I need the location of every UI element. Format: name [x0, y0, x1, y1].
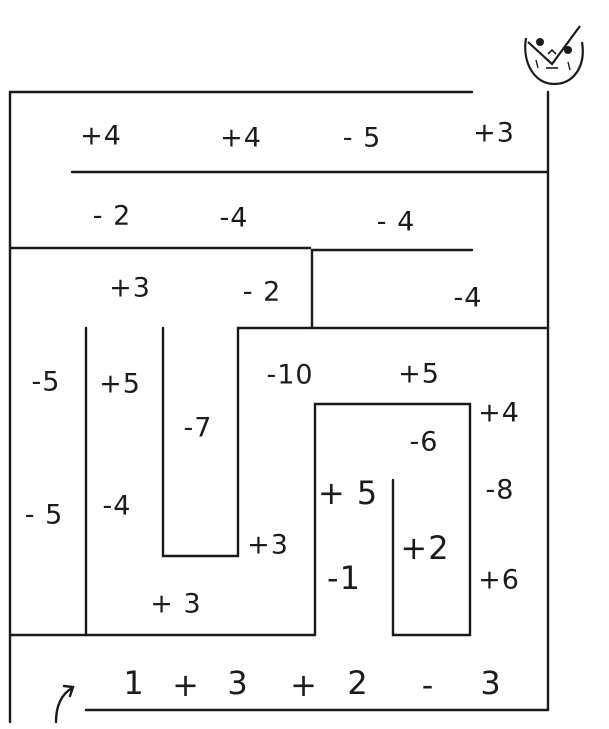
num-r2-c1: - 2 — [93, 201, 132, 232]
num-right-top: +4 — [478, 398, 520, 429]
num-mid-top: -10 — [266, 360, 313, 391]
num-r3-c2: - 2 — [243, 277, 282, 308]
num-r3-c3: -4 — [454, 283, 483, 314]
num-inner-left: + 5 — [318, 474, 378, 512]
num-right-low: +6 — [478, 565, 520, 596]
num-col2-bottom: -4 — [103, 491, 132, 522]
wall-step — [312, 250, 472, 328]
curved-start-arrow-icon — [56, 686, 73, 722]
num-r2-c2: -4 — [220, 203, 249, 234]
num-r1-c1: +4 — [80, 121, 122, 152]
num-bottom-u: + 3 — [150, 589, 201, 620]
num-inner-left-low: -1 — [327, 559, 361, 597]
num-r2-c3: - 4 — [377, 207, 416, 238]
num-col3: -7 — [184, 413, 213, 444]
num-right-mid: -8 — [486, 475, 515, 506]
num-left-top: -5 — [32, 367, 61, 398]
num-after-u: +3 — [247, 530, 289, 561]
num-r1-c2: +4 — [220, 123, 262, 154]
num-r1-c3: - 5 — [343, 123, 382, 154]
num-mid-right: +5 — [398, 359, 440, 390]
num-col2-top: +5 — [99, 369, 141, 400]
num-inner-center: +2 — [400, 529, 449, 567]
num-r3-c1: +3 — [109, 273, 151, 304]
num-left-bottom: - 5 — [25, 500, 64, 531]
smiley-face-icon — [518, 12, 588, 92]
num-r1-c4: +3 — [473, 118, 515, 149]
num-inner-top: -6 — [410, 427, 439, 458]
